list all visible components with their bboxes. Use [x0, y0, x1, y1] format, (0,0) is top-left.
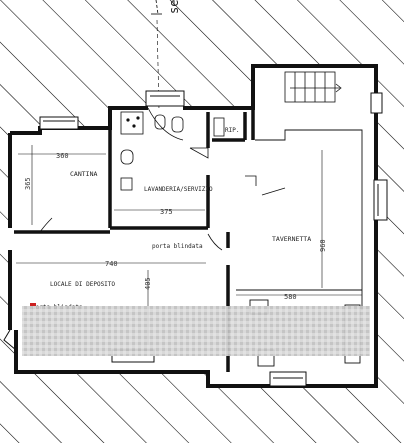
dim-cantina-height: 365	[24, 177, 32, 190]
section-marker	[151, 0, 162, 111]
room-label-rip: RIP.	[225, 127, 239, 134]
staircase	[284, 71, 342, 103]
room-label-lavanderia: LAVANDERIA/SERVIZIO	[144, 186, 213, 193]
windows	[39, 90, 388, 387]
dim-cantina-width: 360	[56, 152, 69, 160]
door-swings	[39, 107, 257, 251]
room-label-deposito: LOCALE DI DEPOSITO	[50, 281, 115, 288]
dim-lavanderia-width: 375	[160, 208, 173, 216]
redacted-band-overlay	[22, 306, 370, 356]
dimension-lines	[16, 145, 362, 345]
room-label-cantina: CANTINA	[70, 170, 97, 178]
room-label-tavernetta: TAVERNETTA	[272, 235, 311, 243]
dim-deposito-width: 740	[105, 260, 118, 268]
dim-deposito-height: 405	[144, 277, 152, 290]
bathroom-fixtures	[120, 111, 225, 191]
entry-notch	[3, 329, 17, 351]
entrance-marker	[30, 303, 36, 306]
section-marker-label: se	[167, 0, 181, 14]
door-label-porta-blindata-1: porta blindata	[152, 243, 203, 250]
dim-tavernetta-width: 580	[284, 293, 297, 301]
dim-tavernetta-height: 960	[319, 239, 327, 252]
redacted-band	[22, 306, 370, 356]
